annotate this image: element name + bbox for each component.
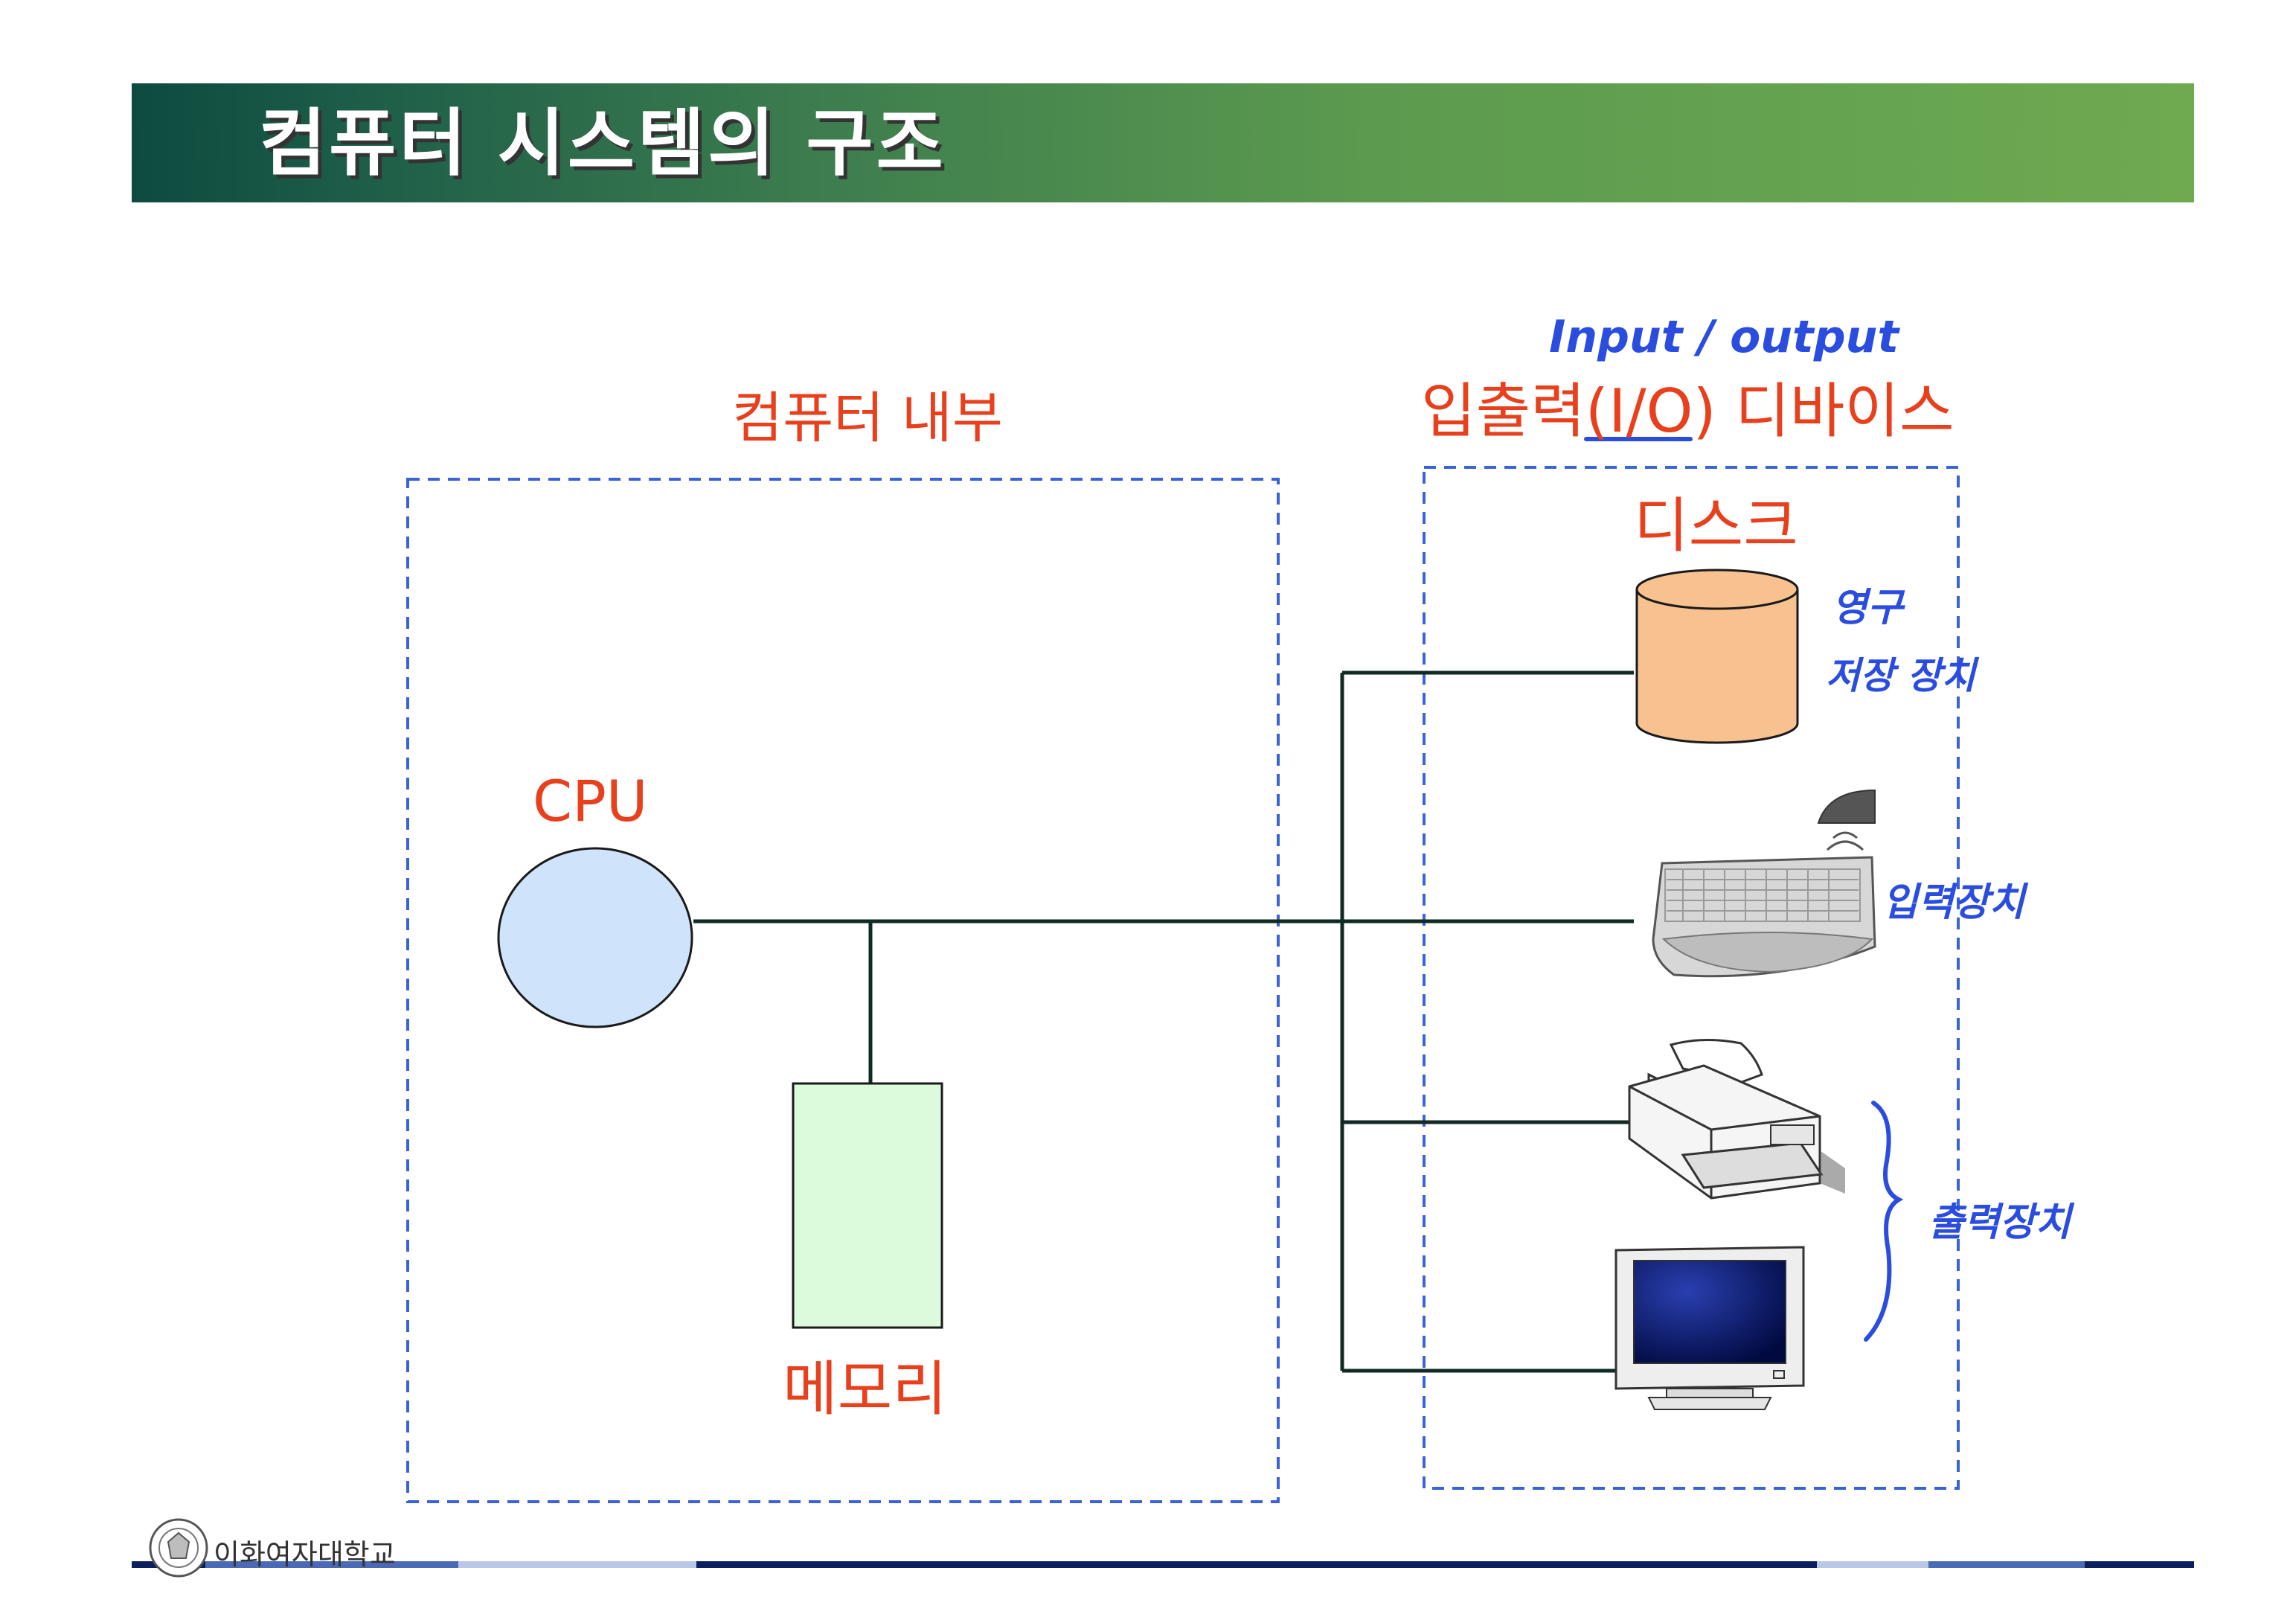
computer-inside-box	[406, 478, 1280, 1503]
io-devices-box	[1423, 466, 1960, 1490]
io-english-note: Input / output	[1549, 311, 1899, 363]
printer-icon	[1628, 1039, 1845, 1200]
footer-bar-light-4	[1928, 1561, 2085, 1568]
permanent-note: 영구	[1832, 586, 1903, 630]
cpu-label: CPU	[533, 768, 648, 834]
footer-bar-light-2	[458, 1561, 696, 1568]
disk-cylinder	[1635, 569, 1799, 744]
output-brace-mark	[1864, 1101, 1904, 1342]
university-seal-icon	[149, 1518, 208, 1578]
footer-bar-dark	[132, 1561, 2194, 1568]
keyboard-icon	[1652, 789, 1876, 978]
input-device-note: 입력장치	[1882, 880, 2025, 925]
cpu-circle	[497, 847, 693, 1028]
output-device-note: 출력장치	[1928, 1200, 2071, 1245]
footer-bar-light-1	[205, 1561, 458, 1568]
disk-label: 디스크	[1634, 491, 1798, 560]
memory-label: 메모리	[783, 1354, 947, 1424]
memory-box	[792, 1082, 943, 1329]
slide-title: 컴퓨터 시스템의 구조	[259, 101, 946, 186]
computer-inside-label: 컴퓨터 내부	[732, 386, 1003, 450]
footer-university: 이화여자대학교	[214, 1538, 396, 1571]
storage-device-note: 저장 장치	[1826, 654, 1976, 697]
title-bar	[132, 83, 2194, 202]
io-devices-label: 입출력(I/O) 디바이스	[1421, 377, 1955, 446]
footer-bar-light-3	[1817, 1561, 1928, 1568]
monitor-icon	[1614, 1246, 1805, 1410]
